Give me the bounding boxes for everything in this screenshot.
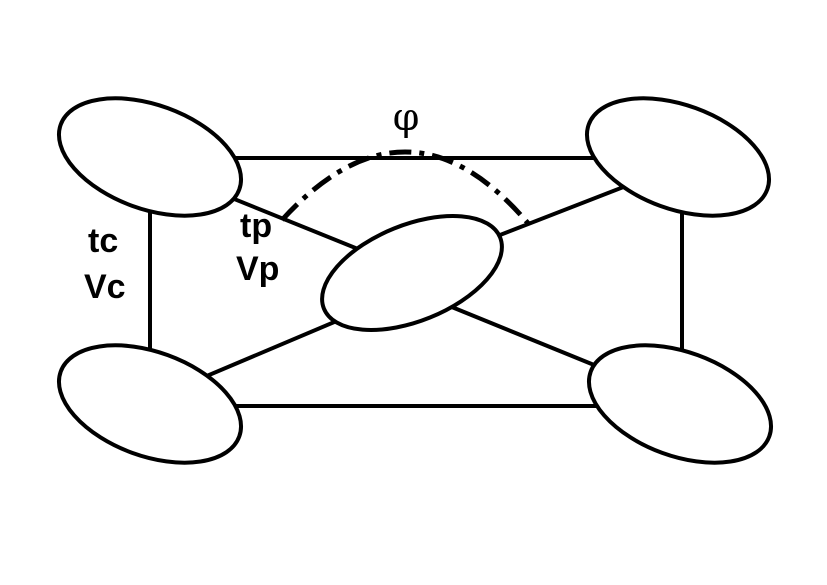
orbitals (56, 96, 774, 465)
corner-potential-label: Vc (84, 268, 126, 306)
center-potential-label: Vp (236, 250, 279, 288)
angle-arc (280, 149, 534, 230)
orbital-bottom-left (56, 343, 244, 465)
frame-edges (148, 156, 684, 408)
orbital-bottom-right (586, 343, 774, 465)
orbital-top-right (584, 96, 772, 218)
angle-label: φ (393, 95, 420, 139)
orbital-top-left (56, 96, 244, 218)
orbital-center (320, 214, 504, 332)
corner-hopping-label: tc (88, 222, 118, 260)
center-hopping-label: tp (240, 207, 272, 245)
